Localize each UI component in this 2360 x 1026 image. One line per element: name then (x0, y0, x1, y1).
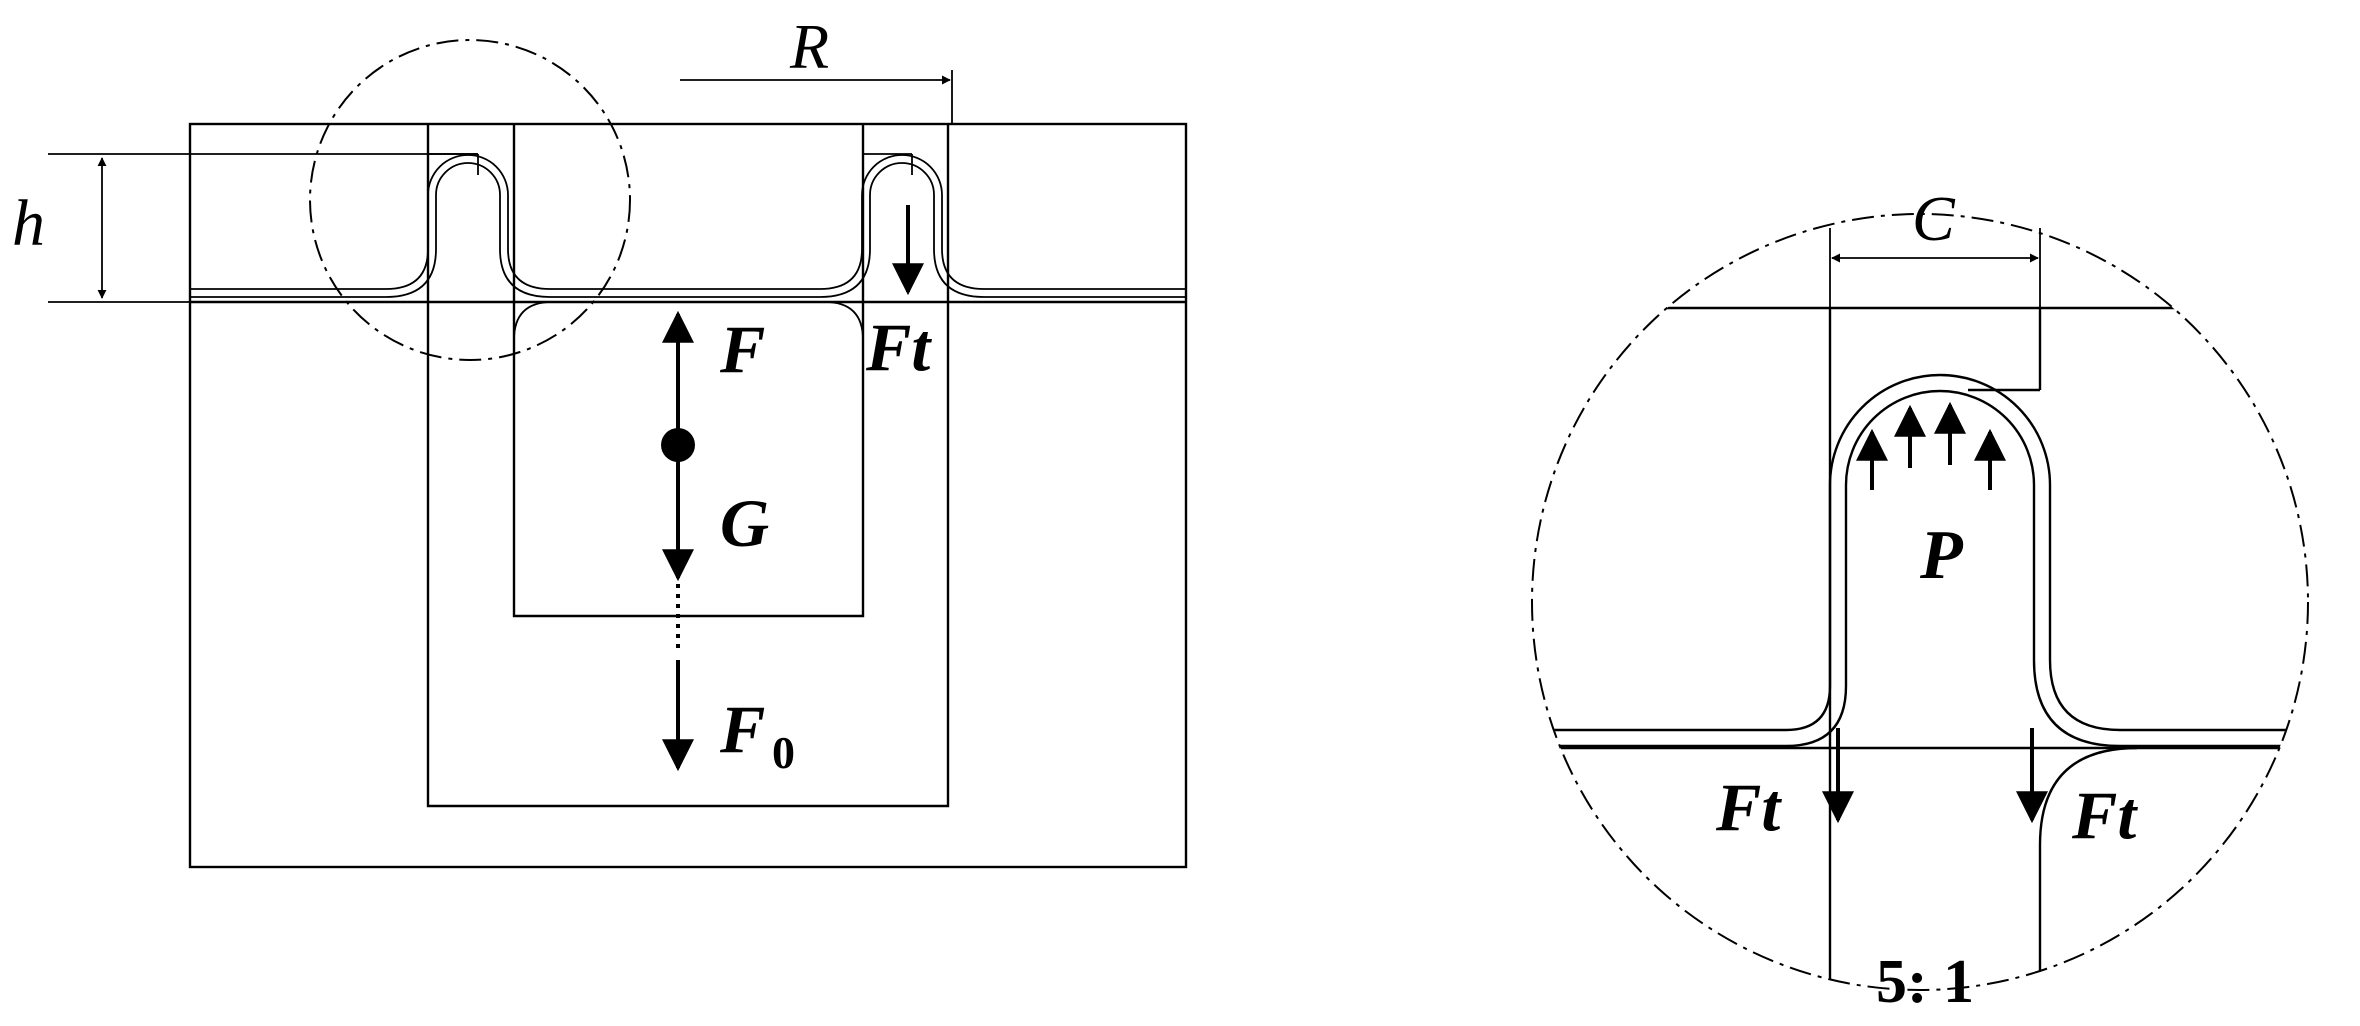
label-ft-right: Ft (2071, 777, 2138, 853)
label-h: h (12, 187, 45, 260)
label-ft: Ft (865, 309, 932, 385)
label-f0: F (719, 691, 765, 767)
label-ft-left: Ft (1715, 769, 1782, 845)
pressure-arrows (1856, 401, 2006, 490)
label-g: G (720, 485, 769, 561)
diaphragm-inner (190, 162, 1186, 298)
label-p: P (1919, 517, 1964, 594)
weight-block (512, 124, 865, 618)
label-f: F (719, 311, 765, 387)
detail-view: C P Ft Ft 5: 1 (1531, 183, 2309, 1016)
label-r: R (789, 11, 829, 82)
diaphragm-outer (190, 154, 1186, 290)
detail-diaphragm-inner (1532, 389, 2308, 748)
inner-cup (426, 124, 950, 808)
label-c: C (1912, 183, 1956, 254)
detail-view-circle (1531, 213, 2309, 991)
detail-callout-circle (309, 39, 631, 361)
outer-housing (188, 122, 1188, 869)
scale-label: 5: 1 (1876, 948, 1974, 1016)
label-f0-subscript: 0 (772, 727, 795, 778)
detail-diaphragm-outer (1532, 373, 2308, 732)
overall-view: R h F Ft G F 0 (12, 11, 1188, 869)
